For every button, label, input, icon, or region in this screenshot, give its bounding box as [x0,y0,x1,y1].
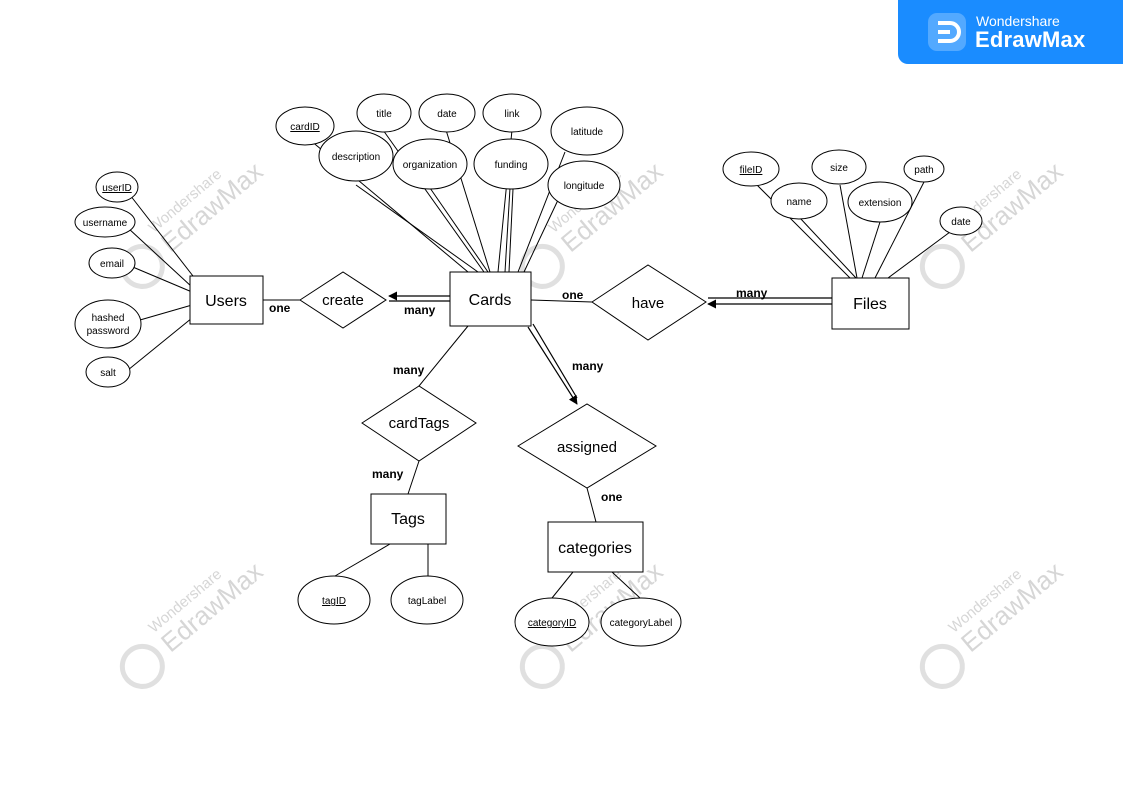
relationship-cardtags[interactable]: cardTags [361,385,477,462]
entity-files[interactable]: Files [831,277,910,330]
attr-file-id[interactable]: fileID [722,151,780,187]
attr-hashed-password-line2: password [87,326,130,337]
brand-badge: Wondershare EdrawMax [898,0,1123,64]
double-arrows [388,291,832,405]
attr-description-label: description [332,152,380,163]
entity-users[interactable]: Users [189,275,264,325]
attr-category-id[interactable]: categoryID [514,597,590,647]
cardinality-files-have: many [736,286,768,300]
attr-email-label: email [100,259,124,270]
attr-tag-label-label: tagLabel [408,596,446,607]
attr-longitude[interactable]: longitude [547,160,621,210]
attr-date[interactable]: date [418,93,476,133]
relationship-create-label: create [322,292,364,309]
attr-size-label: size [830,163,848,174]
attr-hashed-password-line1: hashed [92,313,125,324]
attr-user-id[interactable]: userID [95,171,139,203]
relationship-create[interactable]: create [299,271,387,329]
attr-link-label: link [504,109,520,120]
attr-tag-id-label: tagID [322,596,346,607]
attr-size[interactable]: size [811,149,867,185]
attr-file-date-label: date [951,217,971,228]
attr-tag-label[interactable]: tagLabel [390,575,464,625]
entity-cards-label: Cards [469,292,512,309]
cardinality-cards-assigned: many [572,359,604,373]
attr-link[interactable]: link [482,93,542,133]
attr-longitude-label: longitude [564,181,605,192]
entity-cards[interactable]: Cards [449,271,532,327]
attr-user-id-label: userID [102,183,131,194]
attr-description[interactable]: description [318,130,394,182]
attr-tag-id[interactable]: tagID [297,575,371,625]
attr-email[interactable]: email [88,247,136,279]
attr-salt[interactable]: salt [85,356,131,388]
cardinality-labels: one many one many many many many one [269,286,768,504]
attr-title[interactable]: title [356,93,412,133]
edrawmax-logo-icon [928,13,966,51]
relationship-have-label: have [632,295,665,312]
attr-card-id[interactable]: cardID [275,106,335,146]
attr-organization[interactable]: organization [392,138,468,190]
cardinality-cards-create: many [404,303,436,317]
attr-extension[interactable]: extension [847,181,913,223]
cardinality-cards-cardtags: many [393,363,425,377]
attr-latitude-label: latitude [571,127,604,138]
attr-hashed-password[interactable]: hashed password [74,299,142,349]
attr-organization-label: organization [403,160,457,171]
entity-tags[interactable]: Tags [370,493,447,545]
cardinality-categories-assigned: one [601,490,623,504]
entity-files-label: Files [853,296,887,313]
brand-company: Wondershare [976,13,1060,29]
attr-salt-label: salt [100,368,116,379]
brand-product: EdrawMax [975,27,1086,52]
relationship-assigned-label: assigned [557,439,617,456]
watermark: Wondershare EdrawMax [119,556,268,689]
entity-users-label: Users [205,293,247,310]
attr-file-date[interactable]: date [939,206,983,236]
attr-category-label-label: categoryLabel [610,618,673,629]
attr-file-name[interactable]: name [770,182,828,220]
attr-category-label[interactable]: categoryLabel [600,597,682,647]
watermark: Wondershare EdrawMax [919,556,1068,689]
attr-username[interactable]: username [74,206,136,238]
attr-file-id-label: fileID [740,165,763,176]
attr-path[interactable]: path [903,155,945,183]
relationship-cardtags-label: cardTags [389,415,450,432]
relationship-assigned[interactable]: assigned [517,403,657,489]
attr-latitude[interactable]: latitude [550,106,624,156]
relationship-have[interactable]: have [591,264,707,341]
attr-file-name-label: name [786,197,811,208]
attr-date-label: date [437,109,457,120]
attr-path-label: path [914,165,933,176]
cardinality-tags-cardtags: many [372,467,404,481]
cardinality-cards-have: one [562,288,584,302]
cardinality-users-create: one [269,301,291,315]
attr-category-id-label: categoryID [528,618,576,629]
attr-card-id-label: cardID [290,122,319,133]
attr-extension-label: extension [859,198,902,209]
attr-username-label: username [83,218,128,229]
attr-title-label: title [376,109,392,120]
attr-funding-label: funding [495,160,528,171]
entity-tags-label: Tags [391,511,425,528]
entity-categories[interactable]: categories [547,521,644,573]
entity-categories-label: categories [558,540,632,557]
attr-funding[interactable]: funding [473,138,549,190]
